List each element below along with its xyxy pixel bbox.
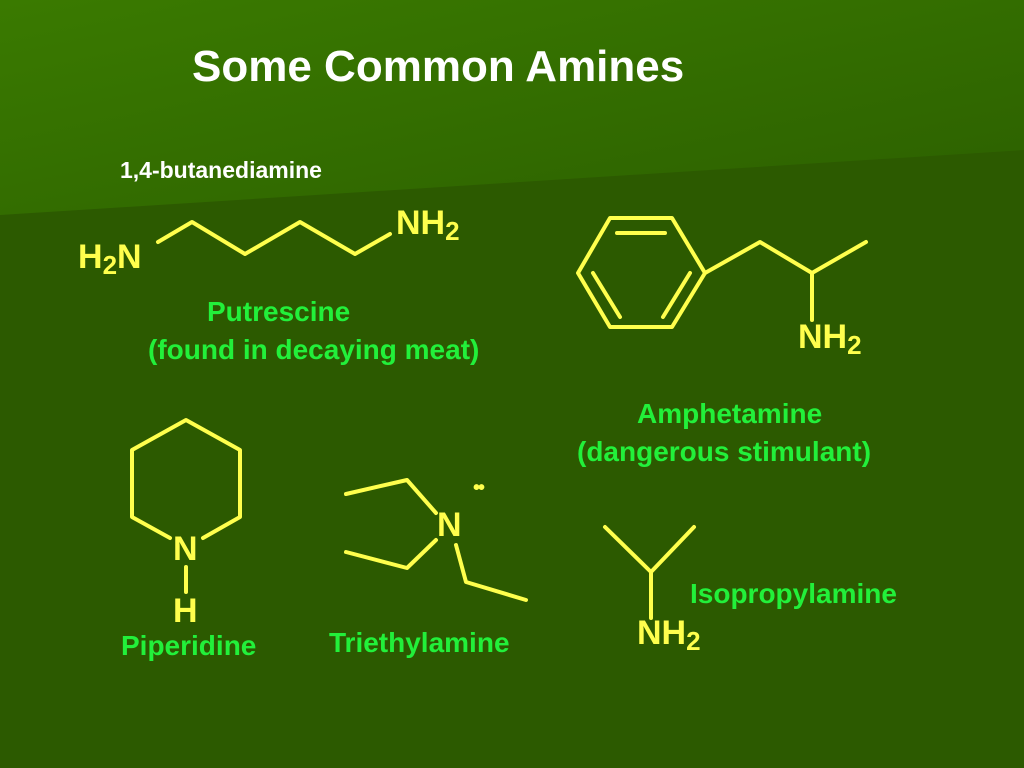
- amphetamine-note: (dangerous stimulant): [577, 436, 872, 467]
- triethylamine-ethyl-3: [454, 543, 528, 602]
- piperidine-n-atom: N: [173, 530, 198, 568]
- amphetamine-nh2-group: NH2: [798, 318, 862, 360]
- triethylamine-ethyl-1: [344, 478, 438, 515]
- triethylamine-lone-pair: ••: [473, 477, 485, 499]
- amphetamine-benzene-ring: [576, 216, 707, 329]
- isopropylamine-name: Isopropylamine: [690, 578, 897, 609]
- putrescine-name: Putrescine: [207, 296, 351, 327]
- triethylamine-ethyl-2: [344, 538, 438, 570]
- putrescine-nh2-group: NH2: [396, 204, 460, 246]
- putrescine-note: (found in decaying meat): [148, 334, 480, 365]
- piperidine-ring: [130, 418, 242, 540]
- triethylamine-n-atom: N: [437, 506, 462, 544]
- slide-title: Some Common Amines: [192, 42, 685, 91]
- putrescine-iupac-name: 1,4-butanediamine: [120, 157, 322, 183]
- isopropylamine-nh2-group: NH2: [637, 614, 701, 656]
- piperidine-name: Piperidine: [121, 630, 257, 661]
- amphetamine-side-chain: [703, 240, 868, 275]
- putrescine-chain: [156, 220, 392, 256]
- putrescine-h2n-group: H2N: [78, 238, 142, 280]
- amphetamine-name: Amphetamine: [637, 398, 823, 429]
- piperidine-h-atom: H: [173, 592, 198, 630]
- triethylamine-name: Triethylamine: [329, 627, 510, 658]
- isopropylamine-skeleton: [603, 525, 696, 574]
